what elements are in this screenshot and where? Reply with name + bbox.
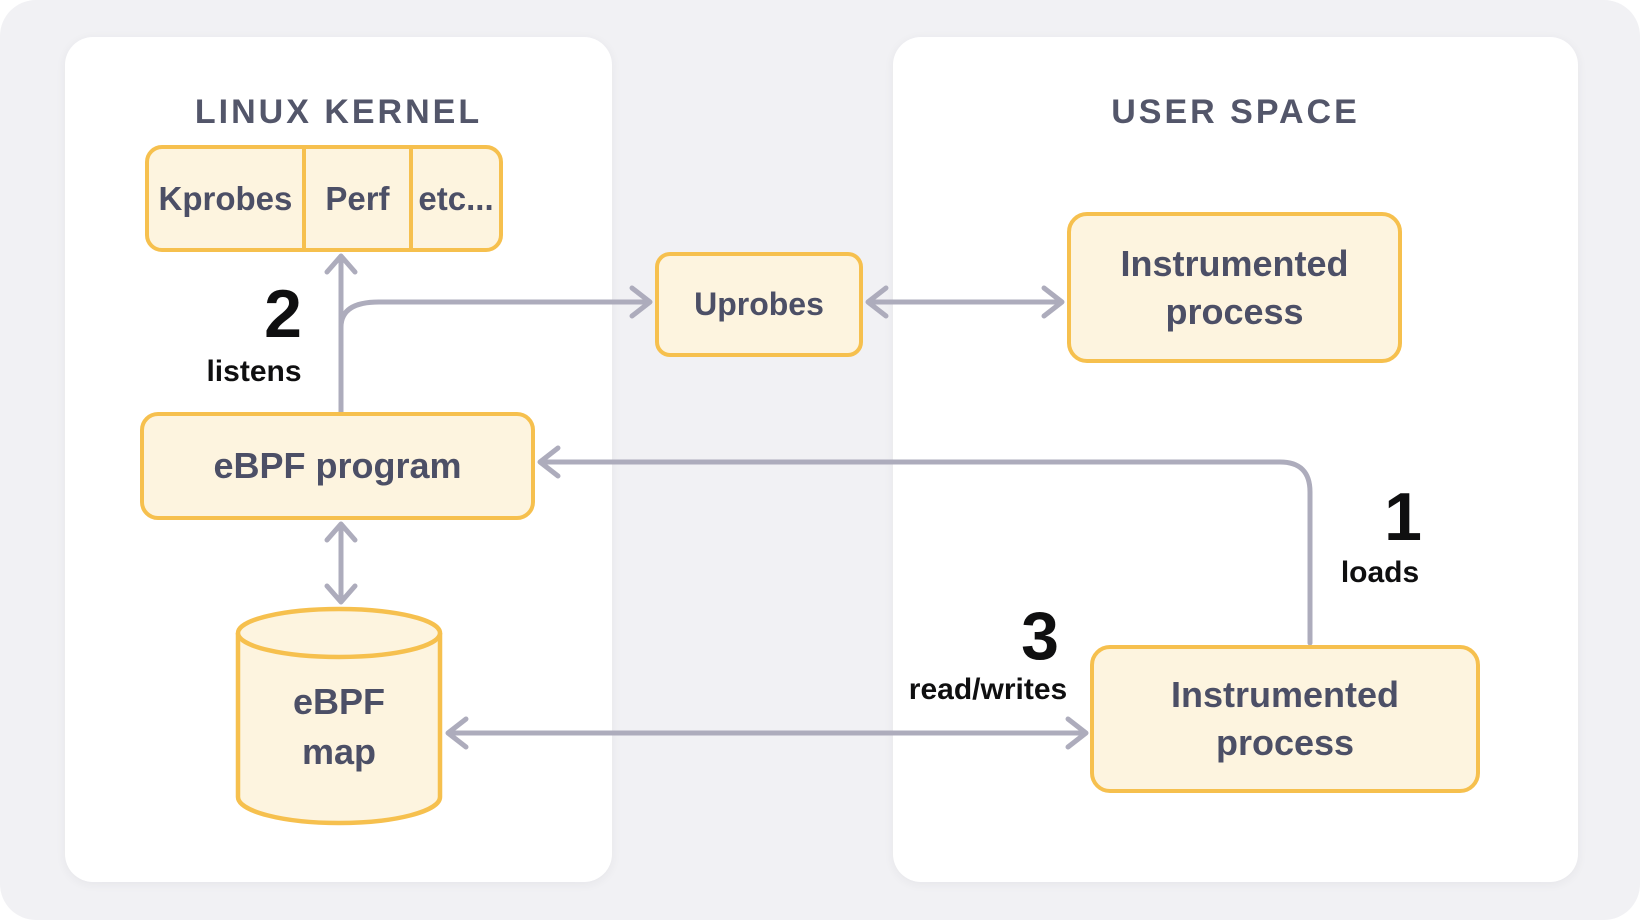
step-2-number: 2: [264, 276, 302, 352]
ebpf-map-cylinder: eBPF map: [235, 605, 443, 833]
kprobes-box: Kprobes: [158, 179, 293, 217]
instrumented-process-bottom-label: Instrumented process: [1170, 674, 1400, 763]
user-space-title: USER SPACE: [1111, 93, 1360, 131]
etc-box: etc...: [409, 149, 499, 248]
cylinder-icon: [235, 606, 443, 826]
step-3-number: 3: [1021, 598, 1059, 674]
ebpf-map-label: eBPF map: [292, 681, 386, 772]
arrow-uprobes-instrumented: [865, 285, 1065, 319]
arrow-readwrites: [445, 716, 1089, 750]
perf-box: Perf: [301, 149, 409, 248]
step-1-number: 1: [1384, 479, 1422, 555]
probes-row: Kprobes Perf etc...: [145, 145, 503, 252]
instrumented-process-top-label: Instrumented process: [1120, 242, 1349, 332]
instrumented-process-bottom-box: Instrumented process: [1090, 645, 1480, 793]
linux-kernel-title: LINUX KERNEL: [194, 93, 483, 131]
arrow-loads: [537, 445, 1313, 646]
arrow-program-to-uprobes: [338, 285, 653, 347]
step-2-label: listens: [206, 355, 302, 388]
arrow-program-map: [324, 521, 358, 605]
instrumented-process-top-box: Instrumented process: [1067, 212, 1402, 363]
ebpf-program-box: eBPF program: [140, 412, 535, 520]
step-1-label: loads: [1340, 556, 1420, 589]
uprobes-box: Uprobes: [655, 252, 863, 357]
step-3-label: read/writes: [908, 673, 1068, 706]
